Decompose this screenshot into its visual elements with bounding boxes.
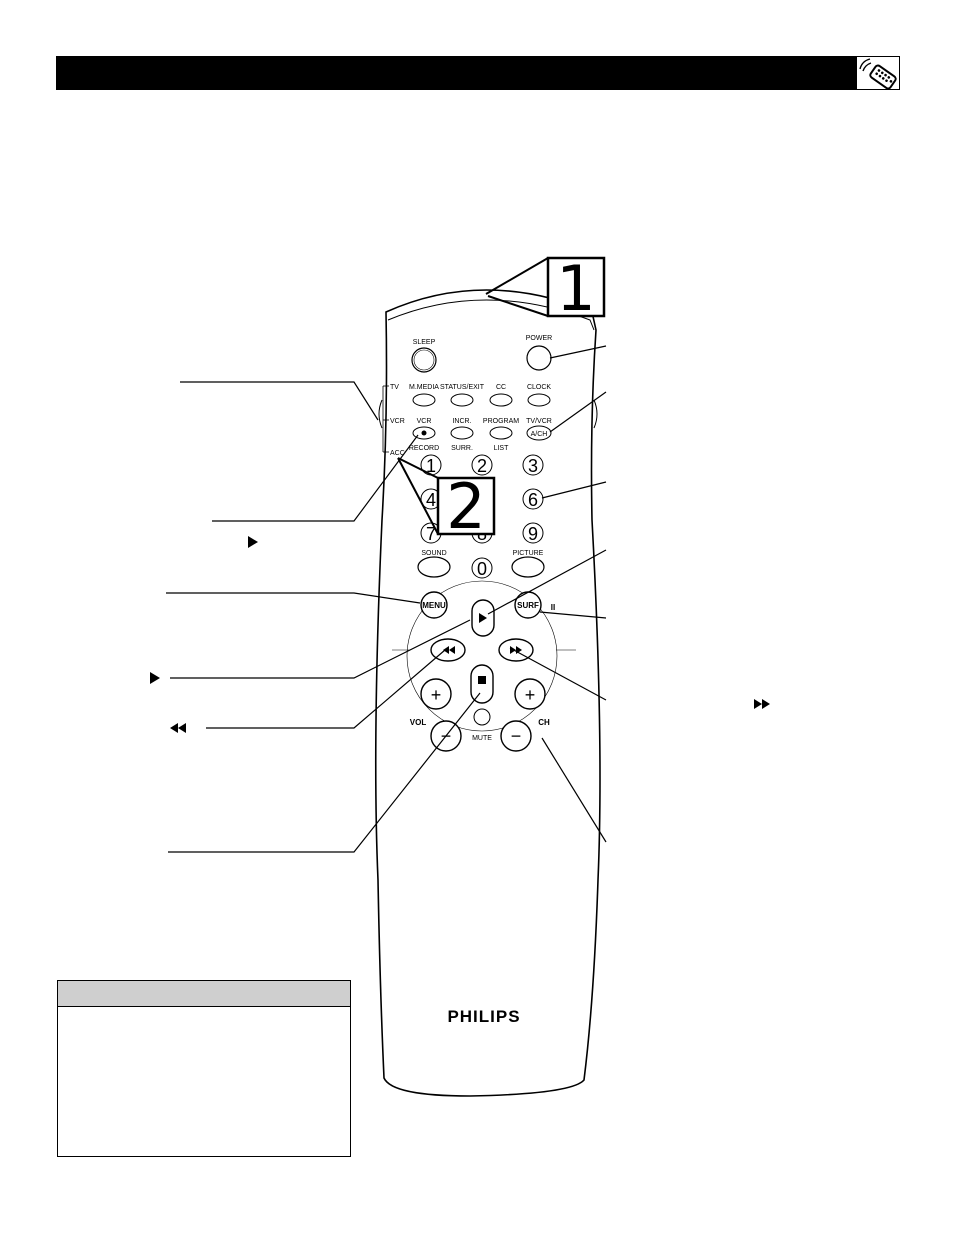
incr-label: INCR. [452, 418, 471, 425]
record-label: RECORD [409, 445, 439, 452]
clock-label: CLOCK [527, 384, 551, 391]
digit-3: 3 [528, 456, 538, 476]
mute-label: MUTE [472, 735, 492, 742]
vol-label: VOL [410, 718, 427, 727]
callout-play-right [487, 549, 607, 615]
volume-up-button[interactable]: + [420, 678, 452, 710]
status-exit-label: STATUS/EXIT [440, 384, 485, 391]
picture-button[interactable]: PICTURE [511, 550, 545, 578]
rewind-icon [443, 646, 449, 654]
callout-power [549, 345, 607, 359]
mode-tv-label: TV [390, 384, 399, 391]
clock-button[interactable]: CLOCK [527, 384, 551, 407]
cc-button[interactable]: CC [489, 384, 513, 407]
sleep-label: SLEEP [413, 339, 436, 346]
mode-switch[interactable]: TV VCR ACC [382, 384, 405, 457]
vcr-label: VCR [417, 418, 432, 425]
list-label: LIST [494, 445, 510, 452]
digit-7: 7 [426, 524, 436, 544]
digit-6: 6 [528, 490, 538, 510]
callout-fast-forward [509, 647, 607, 701]
incr-surr-button[interactable]: INCR. SURR. [450, 418, 474, 452]
sound-label: SOUND [421, 550, 446, 557]
ch-label: CH [538, 718, 550, 727]
record-dot-icon [421, 430, 427, 436]
program-label: PROGRAM [483, 418, 519, 425]
callout-lines-right [487, 345, 607, 843]
sleep-button[interactable]: SLEEP [411, 339, 437, 373]
fast-forward-icon [754, 699, 770, 709]
play-icon [248, 536, 258, 548]
ach-label: A/CH [531, 431, 548, 438]
step-marker-1: 1 [485, 252, 606, 325]
picture-label: PICTURE [513, 550, 544, 557]
power-button[interactable]: POWER [526, 335, 552, 371]
callout-play [170, 619, 471, 679]
page-header-bar [56, 56, 900, 90]
digit-1: 1 [426, 456, 436, 476]
pause-icon: II [551, 603, 555, 612]
helpful-hint-box [57, 980, 351, 1157]
sound-button[interactable]: SOUND [417, 550, 451, 578]
svg-text:+: + [525, 685, 536, 705]
digit-9: 9 [528, 524, 538, 544]
rewind-icon [170, 723, 186, 733]
callout-rewind [206, 649, 446, 729]
vcr-record-button[interactable]: VCR RECORD [409, 418, 439, 452]
tvvcr-label: TV/VCR [526, 418, 552, 425]
tvvcr-ach-button[interactable]: TV/VCR A/CH [526, 418, 552, 441]
menu-button[interactable]: MENU [420, 591, 448, 619]
callout-number-keys [541, 481, 607, 499]
mode-vcr-label: VCR [390, 418, 405, 425]
callout-tvvcr [549, 391, 607, 433]
digit-2: 2 [477, 456, 487, 476]
callout-channel [541, 737, 607, 843]
cc-label: CC [496, 384, 506, 391]
stop-icon [478, 676, 486, 684]
svg-text:+: + [431, 685, 442, 705]
callout-lines-left [166, 381, 481, 853]
mode-acc-label: ACC [390, 450, 405, 457]
helpful-hint-header [58, 981, 350, 1007]
step-number-1: 1 [556, 252, 595, 325]
remote-control-icon [856, 56, 900, 90]
callout-record [212, 434, 419, 522]
surf-label: SURF [517, 601, 539, 610]
step-number-2: 2 [446, 470, 485, 543]
brand-logo: PHILIPS [447, 1007, 520, 1026]
mmedia-button[interactable]: M.MEDIA [409, 384, 439, 407]
stop-button[interactable] [470, 664, 494, 704]
status-exit-button[interactable]: STATUS/EXIT [440, 384, 485, 407]
callout-menu [166, 592, 421, 604]
callout-stop [168, 692, 481, 853]
callout-mode-switch [180, 381, 379, 421]
channel-up-button[interactable]: + [514, 678, 546, 710]
play-icon [150, 672, 160, 684]
svg-text:−: − [511, 726, 522, 746]
play-icon [479, 613, 487, 623]
step-marker-2: 2 [397, 457, 496, 543]
program-list-button[interactable]: PROGRAM LIST [483, 418, 519, 452]
channel-down-button[interactable]: − [500, 720, 532, 752]
surr-label: SURR. [451, 445, 473, 452]
mmedia-label: M.MEDIA [409, 384, 439, 391]
digit-4: 4 [426, 490, 436, 510]
mute-button[interactable]: MUTE [472, 708, 492, 742]
power-label: POWER [526, 335, 552, 342]
digit-0: 0 [477, 559, 487, 579]
menu-label: MENU [422, 601, 446, 610]
play-button[interactable] [471, 599, 495, 637]
callout-surf [539, 611, 607, 619]
